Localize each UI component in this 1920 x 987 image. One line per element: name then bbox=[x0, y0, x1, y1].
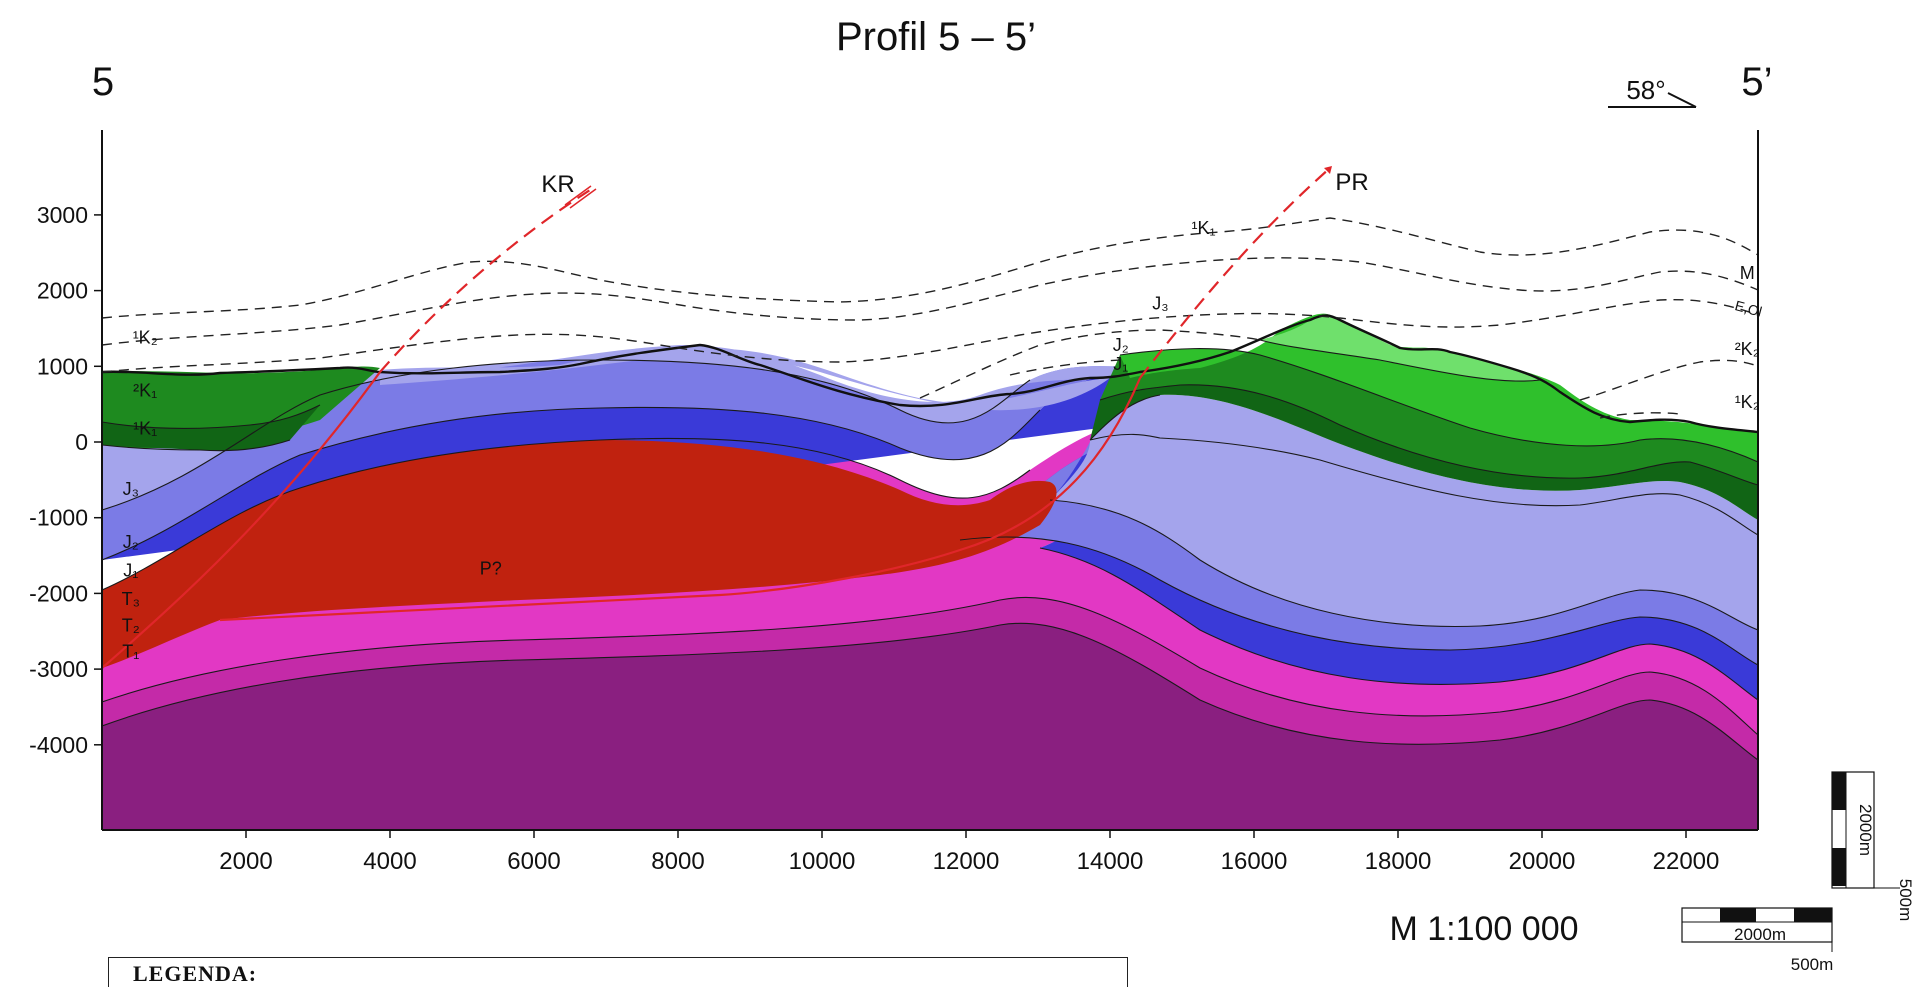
y-tick-label: 1000 bbox=[37, 353, 88, 379]
unit-K1-right bbox=[1090, 384, 1758, 520]
x-tick-label: 16000 bbox=[1221, 848, 1288, 875]
layer-label: J₂ bbox=[1113, 335, 1129, 355]
fault-PR-subsurface bbox=[219, 377, 1142, 622]
topographic-surface bbox=[102, 314, 1758, 434]
fault-lines: KR PR bbox=[101, 166, 1369, 669]
layer-labels: ¹K₂²K₁¹K₁J₃J₂J₁T₃T₂T₁P?¹K₁J₃J₂J₁ME,Ol²K₂… bbox=[122, 218, 1764, 662]
layer-label: ¹K₁ bbox=[133, 418, 157, 438]
y-tick-label: -3000 bbox=[29, 656, 88, 682]
layer-label: ²K₂ bbox=[1735, 339, 1760, 359]
x-tick-label: 6000 bbox=[507, 848, 560, 875]
scale-vertical-label: 2000m bbox=[1856, 804, 1875, 856]
scale-vertical-tick: 500m bbox=[1896, 879, 1915, 922]
unit-K2-right bbox=[1120, 313, 1758, 462]
x-tick-label: 12000 bbox=[933, 848, 1000, 875]
layer-label: M bbox=[1740, 263, 1755, 283]
layer-label: T₃ bbox=[122, 589, 140, 609]
geological-units bbox=[102, 313, 1758, 830]
unit-J3-top bbox=[380, 348, 1110, 411]
unit-K1-left bbox=[102, 366, 380, 449]
y-tick-label: -2000 bbox=[29, 580, 88, 606]
strata-lines bbox=[102, 339, 1758, 761]
x-tick-label: 22000 bbox=[1653, 848, 1720, 875]
unit-K1-right-mid bbox=[1100, 348, 1758, 485]
dip-value: 58° bbox=[1626, 75, 1665, 105]
unit-T2 bbox=[102, 597, 1758, 760]
x-tick-label: 20000 bbox=[1509, 848, 1576, 875]
x-tick-label: 14000 bbox=[1077, 848, 1144, 875]
unit-P bbox=[102, 440, 1057, 668]
layer-label: T₂ bbox=[122, 615, 140, 635]
fault-label-PR: PR bbox=[1335, 169, 1368, 196]
section-end-left: 5 bbox=[92, 60, 114, 104]
layer-label: J₁ bbox=[1113, 354, 1128, 374]
section-end-right: 5’ bbox=[1741, 60, 1772, 104]
scale-horizontal-label: 2000m bbox=[1734, 925, 1786, 944]
fault-label-KR: KR bbox=[541, 171, 574, 198]
x-tick-label: 8000 bbox=[651, 848, 704, 875]
layer-label: T₁ bbox=[122, 642, 139, 662]
y-ticks: 3000 2000 1000 0 -1000 -2000 -3000 -4000 bbox=[29, 202, 102, 758]
layer-label: ²K₁ bbox=[133, 381, 157, 401]
layer-label: J₂ bbox=[123, 532, 139, 552]
x-tick-label: 10000 bbox=[789, 848, 856, 875]
layer-label: ¹K₁ bbox=[1192, 218, 1216, 238]
dip-indicator: 58° bbox=[1608, 75, 1697, 108]
projected-horizons bbox=[101, 217, 1759, 419]
legend-box: LEGENDA: bbox=[108, 957, 1128, 987]
map-scale: M 1:100 000 bbox=[1389, 910, 1578, 948]
x-tick-label: 2000 bbox=[219, 848, 272, 875]
scale-horizontal-tick: 500m bbox=[1791, 955, 1834, 974]
y-tick-label: 2000 bbox=[37, 278, 88, 304]
fault-KR-subsurface bbox=[101, 371, 381, 669]
profile-title: Profil 5 – 5’ bbox=[836, 15, 1036, 59]
y-tick-label: 0 bbox=[75, 429, 88, 455]
fault-KR-projected bbox=[379, 189, 591, 373]
layer-label: ¹K₂ bbox=[133, 328, 158, 348]
fault-PR-projected bbox=[1139, 167, 1331, 379]
x-tick-label: 4000 bbox=[363, 848, 416, 875]
x-ticks: 2000 4000 6000 8000 10000 12000 14000 16000 1800… bbox=[219, 830, 1719, 875]
layer-label: J₃ bbox=[1152, 294, 1168, 314]
unit-J3-wedge bbox=[1090, 394, 1758, 535]
layer-label: ¹K₂ bbox=[1735, 392, 1760, 412]
layer-label: P? bbox=[480, 558, 502, 578]
y-tick-label: -1000 bbox=[29, 505, 88, 531]
layer-label: J₃ bbox=[123, 479, 139, 499]
scale-bar: 2000m 500m 2000m 500m bbox=[1681, 771, 1915, 974]
legend-title: LEGENDA: bbox=[133, 961, 258, 986]
layer-label: E,Ol bbox=[1733, 297, 1763, 320]
unit-T1 bbox=[102, 623, 1758, 830]
layer-label: J₁ bbox=[123, 561, 138, 581]
unit-J3-right bbox=[1050, 434, 1758, 630]
x-tick-label: 18000 bbox=[1365, 848, 1432, 875]
y-tick-label: -4000 bbox=[29, 732, 88, 758]
y-tick-label: 3000 bbox=[37, 202, 88, 228]
